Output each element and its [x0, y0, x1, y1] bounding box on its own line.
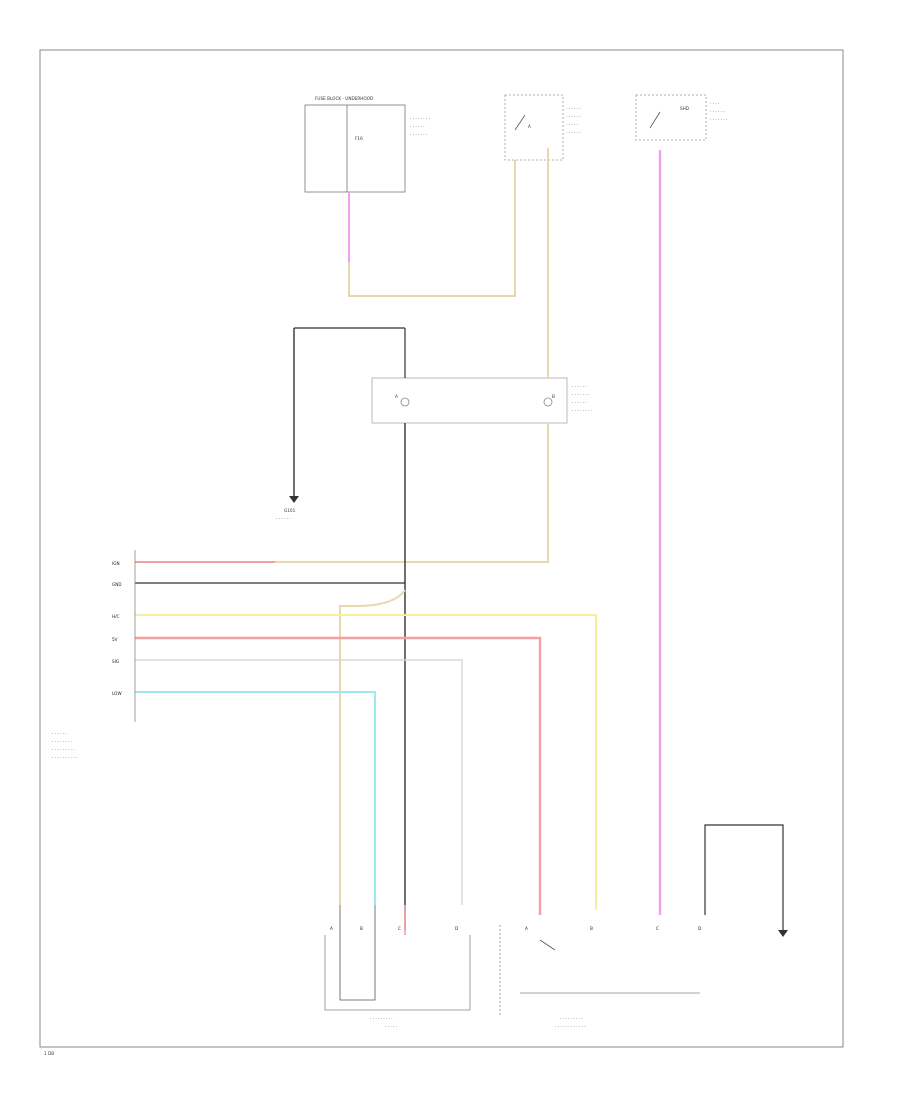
connector-pin-right: B: [552, 394, 555, 399]
svg-text:· · · · · ·: · · · · · ·: [572, 400, 587, 405]
svg-text:· · · · · ·: · · · · · ·: [276, 516, 291, 521]
svg-text:· · · · · · · · ·: · · · · · · · · ·: [370, 1016, 393, 1021]
fuse-label: F16: [355, 136, 363, 141]
svg-text:· · · · · ·: · · · · · ·: [566, 106, 581, 111]
switch-pin-b: B: [590, 926, 593, 931]
svg-text:· · · · · · · ·: · · · · · · · ·: [52, 739, 72, 744]
svg-text:· · · · ·: · · · · ·: [385, 1024, 397, 1029]
svg-text:· · · · · ·: · · · · · ·: [710, 109, 725, 114]
svg-text:· · · ·: · · · ·: [710, 101, 719, 106]
svg-text:· · · · · · · · · · · ·: · · · · · · · · · · · ·: [555, 1024, 586, 1029]
wire-yellow: [135, 614, 597, 910]
connector-pin-left: A: [395, 394, 398, 399]
svg-text:· · · · · ·: · · · · · ·: [566, 130, 581, 135]
svg-text:· · · · ·: · · · · ·: [566, 122, 578, 127]
switch-pin-c: C: [656, 926, 659, 931]
wire-black-bracket: [704, 824, 784, 930]
control-module: IGN GND H/C 5V SIG LOW · · · · · · · · ·…: [52, 550, 136, 760]
top-right-switch: SHD · · · · · · · · · · · · · · · · ·: [635, 94, 727, 141]
module-pin-low: LOW: [112, 691, 122, 696]
svg-text:· · · · · · · · ·: · · · · · · · · ·: [52, 747, 75, 752]
top-middle-switch-label: A: [528, 124, 531, 129]
top-middle-switch: A · · · · · · · · · · · · · · · · · · · …: [504, 94, 581, 161]
fuse-block-title: FUSE BLOCK - UNDERHOOD: [315, 96, 373, 101]
svg-text:· · · · · · · · ·: · · · · · · · · ·: [560, 1016, 583, 1021]
wire-tan-seat: [339, 589, 406, 905]
module-pin-5v: 5V: [112, 637, 118, 642]
svg-text:· · · · · · · ·: · · · · · · · ·: [572, 408, 592, 413]
svg-text:· · · · · · ·: · · · · · · ·: [572, 392, 589, 397]
seat-pin-b: B: [360, 926, 363, 931]
seat-module: A B C D · · · · · · · · · · · · · ·: [324, 905, 471, 1029]
ground-symbol: G101 · · · · · ·: [276, 327, 406, 521]
svg-text:· · · · · · ·: · · · · · · ·: [410, 132, 427, 137]
seat-pin-c: C: [398, 926, 401, 931]
seat-pin-a: A: [330, 926, 333, 931]
module-pin-gnd: GND: [112, 582, 122, 587]
connector-block: A B · · · · · · · · · · · · · · · · · · …: [371, 377, 592, 424]
svg-text:· · · · · · ·: · · · · · · ·: [710, 117, 727, 122]
top-right-switch-label: SHD: [680, 106, 689, 111]
switch-pin-d: D: [698, 926, 701, 931]
module-pin-ign: IGN: [112, 561, 120, 566]
wire-red: [135, 636, 542, 915]
module-pin-sig: SIG: [112, 659, 119, 664]
ground-label: G101: [284, 508, 296, 513]
ground-symbol-right: [778, 930, 788, 937]
svg-text:· · · · · ·: · · · · · ·: [566, 114, 581, 119]
fuse-block: FUSE BLOCK - UNDERHOOD F16 · · · · · · ·…: [304, 96, 430, 193]
svg-text:· · · · · ·: · · · · · ·: [52, 731, 67, 736]
module-pin-hc: H/C: [112, 614, 120, 619]
right-switch: A B C D · · · · · · · · · · · · · · · · …: [499, 925, 701, 1029]
seat-pin-d: D: [455, 926, 458, 931]
diagram-frame: [39, 49, 844, 1048]
wire-tan-fuse-switch: [348, 160, 516, 297]
switch-pin-a: A: [525, 926, 528, 931]
svg-text:· · · · · · · · · ·: · · · · · · · · · ·: [52, 755, 77, 760]
wire-cyan: [135, 691, 376, 905]
svg-text:· · · · · · · ·: · · · · · · · ·: [410, 116, 430, 121]
wire-gray: [135, 659, 463, 905]
wire-tan-connector-module: [135, 423, 549, 563]
svg-text:· · · · · ·: · · · · · ·: [572, 384, 587, 389]
footer-code: 1 DB: [44, 1051, 54, 1056]
svg-text:· · · · · ·: · · · · · ·: [410, 124, 425, 129]
